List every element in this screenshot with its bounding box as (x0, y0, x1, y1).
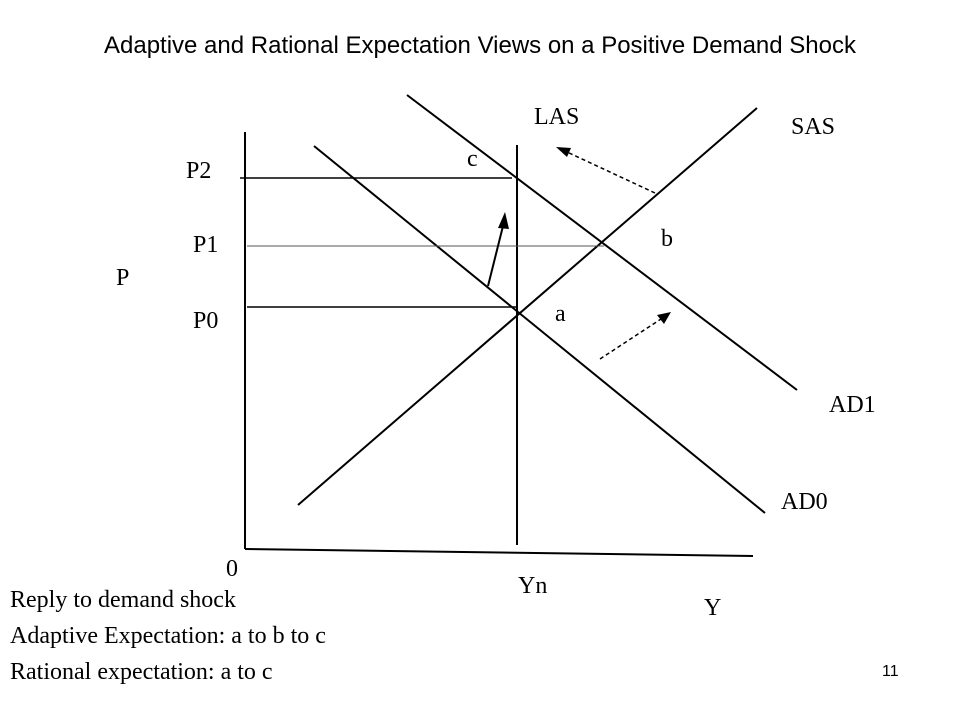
dashed-arrow-sas-shift (566, 151, 656, 194)
ad1-label: AD1 (829, 392, 876, 418)
point-b-label: b (661, 226, 673, 252)
sas-label: SAS (791, 114, 835, 140)
arrow-a-to-c-head (498, 212, 509, 229)
p1-label: P1 (193, 232, 218, 258)
note-line-3: Rational expectation: a to c (10, 659, 273, 685)
yn-label: Yn (518, 573, 547, 599)
arrow-a-to-c (487, 225, 504, 287)
note-line-2: Adaptive Expectation: a to b to c (10, 623, 326, 649)
p0-label: P0 (193, 308, 218, 334)
slide-title: Adaptive and Rational Expectation Views … (103, 32, 856, 59)
dashed-arrow-sas-shift-head (556, 147, 571, 157)
note-line-1: Reply to demand shock (10, 587, 236, 613)
ad0-line (313, 145, 766, 514)
dashed-arrow-shift (599, 318, 662, 360)
dashed-arrow-shift-head (657, 312, 671, 324)
ad1-line (406, 94, 798, 391)
las-label: LAS (534, 104, 579, 130)
p2-label: P2 (186, 158, 211, 184)
sas-line (297, 107, 758, 506)
point-c-label: c (467, 146, 478, 172)
output-axis (244, 548, 754, 557)
output-axis-label: Y (704, 595, 721, 621)
ad0-label: AD0 (781, 489, 828, 515)
price-axis-label: P (116, 265, 129, 291)
point-a-label: a (555, 301, 566, 327)
slide-number: 11 (882, 663, 899, 680)
origin-label: 0 (226, 556, 238, 582)
